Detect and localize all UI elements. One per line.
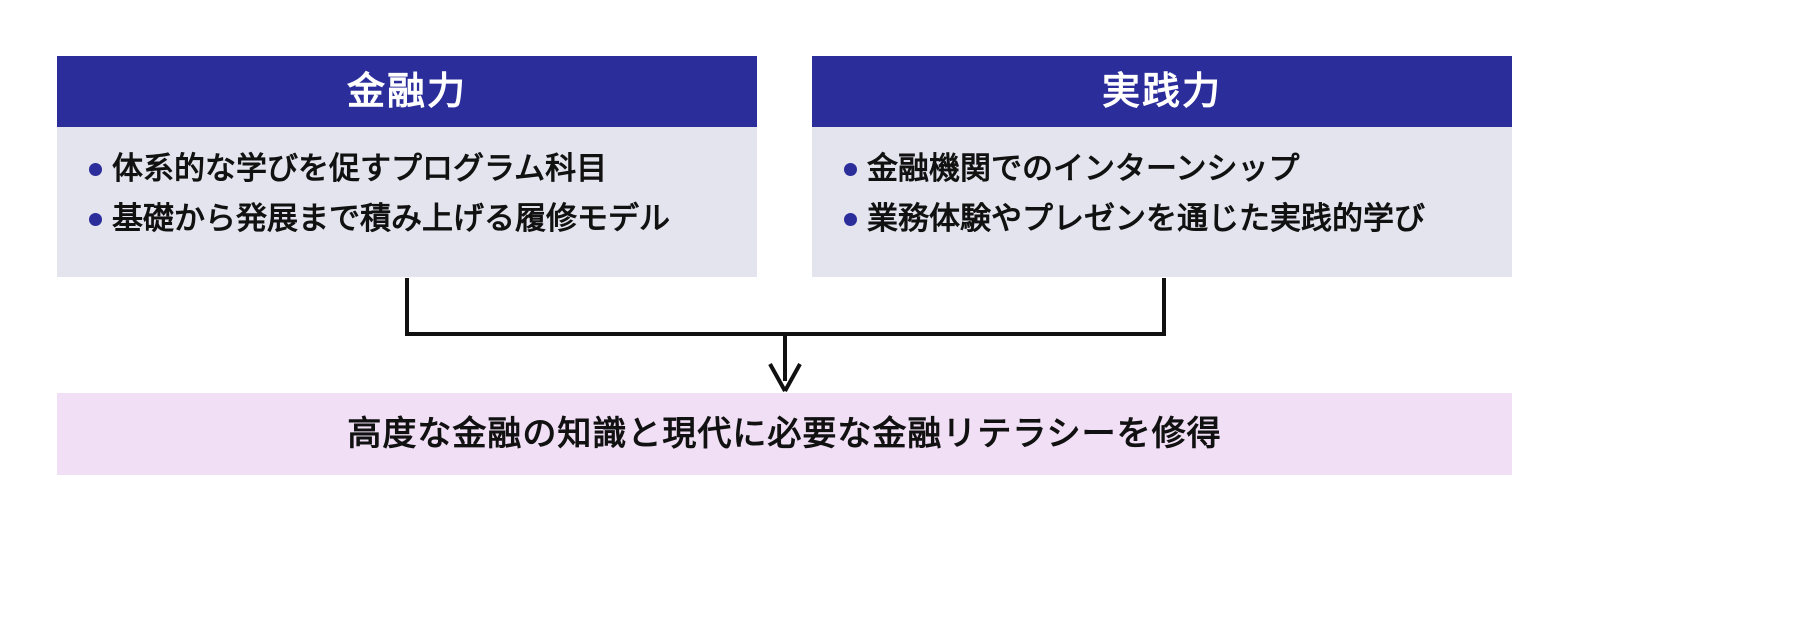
pillar-header-practical-power: 実践力 (812, 56, 1512, 127)
list-item: 業務体験やプレゼンを通じた実践的学び (844, 199, 1512, 239)
list-item: 金融機関でのインターンシップ (844, 149, 1512, 189)
outcome-banner: 高度な金融の知識と現代に必要な金融リテラシーを修得 (57, 393, 1512, 475)
outcome-label: 高度な金融の知識と現代に必要な金融リテラシーを修得 (347, 415, 1222, 453)
pillar-title: 金融力 (346, 70, 467, 113)
list-item: 基礎から発展まで積み上げる履修モデル (89, 199, 757, 239)
bullet-dot-icon (89, 213, 102, 227)
pillar-card-practical-power: 実践力 金融機関でのインターンシップ 業務体験やプレゼンを通じた実践的学び (812, 56, 1512, 277)
bullet-label: 業務体験やプレゼンを通じた実践的学び (867, 201, 1425, 237)
pillar-body-financial-power: 体系的な学びを促すプログラム科目 基礎から発展まで積み上げる履修モデル (57, 127, 757, 277)
bullet-label: 金融機関でのインターンシップ (867, 151, 1300, 186)
bullet-dot-icon (89, 163, 102, 176)
bullet-dot-icon (844, 163, 857, 176)
down-arrow-icon (768, 363, 802, 392)
pillar-header-financial-power: 金融力 (57, 56, 757, 127)
bullet-label: 体系的な学びを促すプログラム科目 (112, 151, 608, 186)
list-item: 体系的な学びを促すプログラム科目 (89, 149, 757, 189)
pillar-body-practical-power: 金融機関でのインターンシップ 業務体験やプレゼンを通じた実践的学び (812, 127, 1512, 277)
bullet-dot-icon (844, 213, 857, 227)
connector-bracket (405, 278, 1166, 336)
bullet-label: 基礎から発展まで積み上げる履修モデル (112, 201, 670, 237)
pillar-card-financial-power: 金融力 体系的な学びを促すプログラム科目 基礎から発展まで積み上げる履修モデル (57, 56, 757, 277)
pillar-title: 実践力 (1101, 70, 1222, 113)
